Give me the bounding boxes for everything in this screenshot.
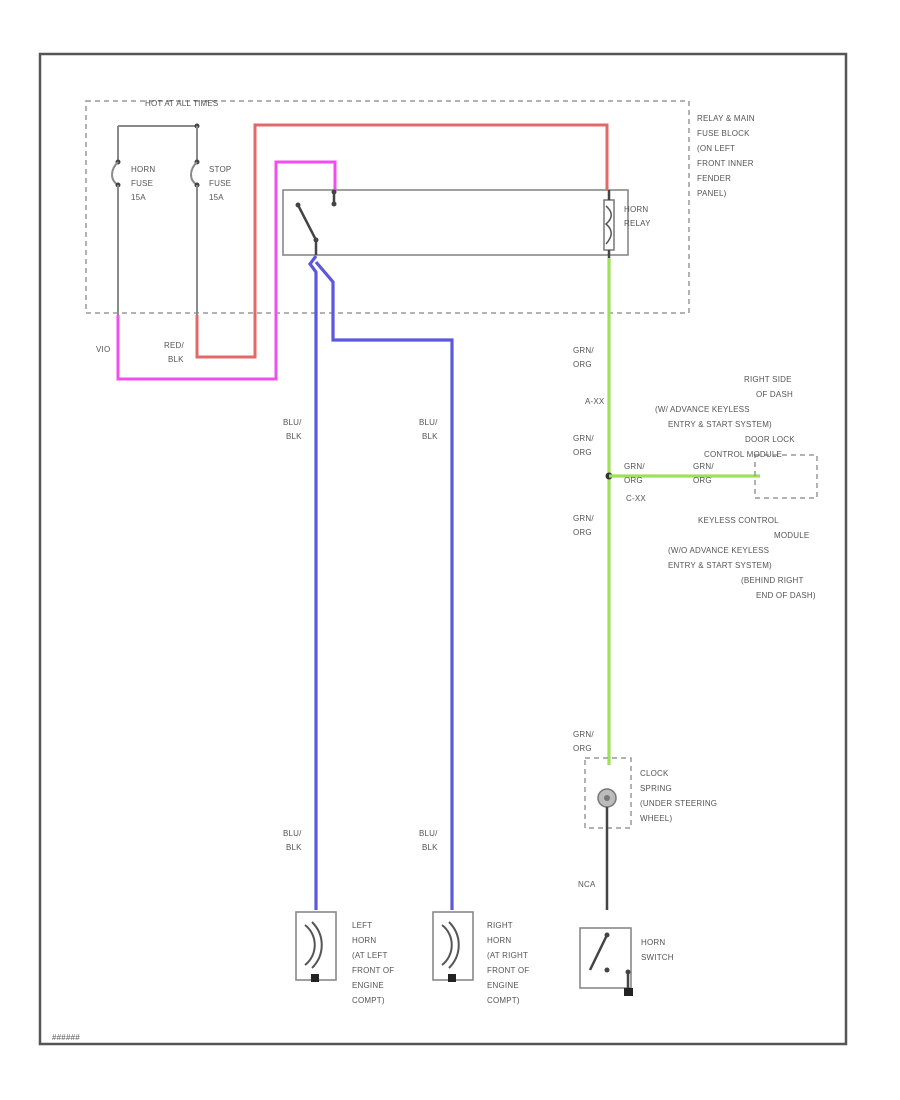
svg-text:SWITCH: SWITCH: [641, 953, 674, 962]
blu-right-bottom-label-1: BLU/: [419, 829, 438, 838]
svg-text:(AT LEFT: (AT LEFT: [352, 951, 388, 960]
grn-org-module-b: ORG: [693, 476, 712, 485]
svg-text:FUSE BLOCK: FUSE BLOCK: [697, 129, 750, 138]
svg-text:ENGINE: ENGINE: [487, 981, 519, 990]
horn-relay-coil: HORN RELAY: [603, 190, 651, 258]
figure-id: ######: [52, 1033, 80, 1042]
svg-text:HORN: HORN: [624, 205, 648, 214]
svg-text:(BEHIND RIGHT: (BEHIND RIGHT: [741, 576, 804, 585]
svg-text:CLOCK: CLOCK: [640, 769, 669, 778]
grn-org-module-a: GRN/: [693, 462, 714, 471]
svg-text:STOP: STOP: [209, 165, 231, 174]
door-lock-module-label: RIGHT SIDE OF DASH (W/ ADVANCE KEYLESS E…: [655, 375, 795, 459]
svg-text:COMPT): COMPT): [352, 996, 385, 1005]
svg-text:15A: 15A: [209, 193, 224, 202]
svg-text:(UNDER STEERING: (UNDER STEERING: [640, 799, 717, 808]
relay-switch-contact: [295, 189, 337, 255]
svg-text:ENTRY & START SYSTEM): ENTRY & START SYSTEM): [668, 420, 772, 429]
svg-text:OF DASH: OF DASH: [756, 390, 793, 399]
blu-left-bottom-label-2: BLK: [286, 843, 302, 852]
svg-text:(W/O ADVANCE KEYLESS: (W/O ADVANCE KEYLESS: [668, 546, 769, 555]
svg-text:FUSE: FUSE: [209, 179, 231, 188]
svg-text:RELAY: RELAY: [624, 219, 651, 228]
svg-text:SPRING: SPRING: [640, 784, 672, 793]
svg-text:CONTROL MODULE: CONTROL MODULE: [704, 450, 782, 459]
svg-text:WHEEL): WHEEL): [640, 814, 672, 823]
svg-text:FRONT OF: FRONT OF: [487, 966, 529, 975]
fuse-block-label: RELAY & MAIN FUSE BLOCK (ON LEFT FRONT I…: [697, 114, 755, 198]
svg-text:RIGHT: RIGHT: [487, 921, 513, 930]
red-blk-wire: [195, 123, 609, 359]
grn-org-4a: GRN/: [573, 730, 594, 739]
right-horn: RIGHT HORN (AT RIGHT FRONT OF ENGINE COM…: [432, 911, 529, 1005]
grn-org-2b: ORG: [573, 448, 592, 457]
svg-text:HORN: HORN: [131, 165, 155, 174]
grn-org-1a: GRN/: [573, 346, 594, 355]
nca-label: NCA: [578, 880, 596, 889]
horn-fuse: HORN FUSE 15A: [111, 126, 155, 315]
svg-text:HORN: HORN: [487, 936, 511, 945]
svg-text:RELAY & MAIN: RELAY & MAIN: [697, 114, 755, 123]
keyless-module-label: KEYLESS CONTROL MODULE (W/O ADVANCE KEYL…: [668, 516, 816, 600]
horn-relay-housing: [282, 189, 629, 256]
stop-fuse: STOP FUSE 15A: [190, 126, 231, 315]
splice-label: A-XX: [585, 397, 605, 406]
grn-org-4b: ORG: [573, 744, 592, 753]
horn-switch: HORN SWITCH: [579, 927, 674, 996]
blu-blk-wire-right: [314, 260, 454, 910]
svg-text:END OF DASH): END OF DASH): [756, 591, 816, 600]
svg-text:HORN: HORN: [352, 936, 376, 945]
grn-org-3a: GRN/: [573, 514, 594, 523]
blu-blk-wire-left: [308, 255, 318, 910]
vio-wire: [116, 160, 337, 381]
red-blk-wire-label-1: RED/: [164, 341, 184, 350]
grn-org-2a: GRN/: [573, 434, 594, 443]
svg-text:HORN: HORN: [641, 938, 665, 947]
vio-wire-label: VIO: [96, 345, 110, 354]
svg-text:FRONT INNER: FRONT INNER: [697, 159, 754, 168]
grn-org-3b: ORG: [573, 528, 592, 537]
svg-text:MODULE: MODULE: [774, 531, 809, 540]
blu-right-top-label-2: BLK: [422, 432, 438, 441]
svg-text:PANEL): PANEL): [697, 189, 727, 198]
svg-text:15A: 15A: [131, 193, 146, 202]
svg-text:ENGINE: ENGINE: [352, 981, 384, 990]
grn-org-branch-b: ORG: [624, 476, 643, 485]
connector-label: C-XX: [626, 494, 646, 503]
svg-text:(ON LEFT: (ON LEFT: [697, 144, 735, 153]
door-lock-module-outline: [754, 454, 818, 499]
fuse-block-outline: [85, 100, 690, 314]
clock-spring: CLOCK SPRING (UNDER STEERING WHEEL): [584, 757, 717, 910]
svg-text:ENTRY & START SYSTEM): ENTRY & START SYSTEM): [668, 561, 772, 570]
grn-org-1b: ORG: [573, 360, 592, 369]
svg-text:FRONT OF: FRONT OF: [352, 966, 394, 975]
blu-left-bottom-label-1: BLU/: [283, 829, 302, 838]
blu-left-top-label-2: BLK: [286, 432, 302, 441]
diagram-frame: [38, 52, 848, 1046]
svg-text:FENDER: FENDER: [697, 174, 731, 183]
svg-text:KEYLESS CONTROL: KEYLESS CONTROL: [698, 516, 779, 525]
svg-text:LEFT: LEFT: [352, 921, 372, 930]
svg-text:DOOR LOCK: DOOR LOCK: [745, 435, 795, 444]
red-blk-wire-label-2: BLK: [168, 355, 184, 364]
svg-text:(AT RIGHT: (AT RIGHT: [487, 951, 528, 960]
grn-org-branch-a: GRN/: [624, 462, 645, 471]
blu-right-bottom-label-2: BLK: [422, 843, 438, 852]
blu-left-top-label-1: BLU/: [283, 418, 302, 427]
svg-text:(W/ ADVANCE KEYLESS: (W/ ADVANCE KEYLESS: [655, 405, 750, 414]
svg-text:FUSE: FUSE: [131, 179, 153, 188]
hot-at-all-times-label: HOT AT ALL TIMES: [145, 99, 218, 108]
svg-text:RIGHT SIDE: RIGHT SIDE: [744, 375, 792, 384]
svg-text:COMPT): COMPT): [487, 996, 520, 1005]
blu-right-top-label-1: BLU/: [419, 418, 438, 427]
left-horn: LEFT HORN (AT LEFT FRONT OF ENGINE COMPT…: [295, 911, 394, 1005]
